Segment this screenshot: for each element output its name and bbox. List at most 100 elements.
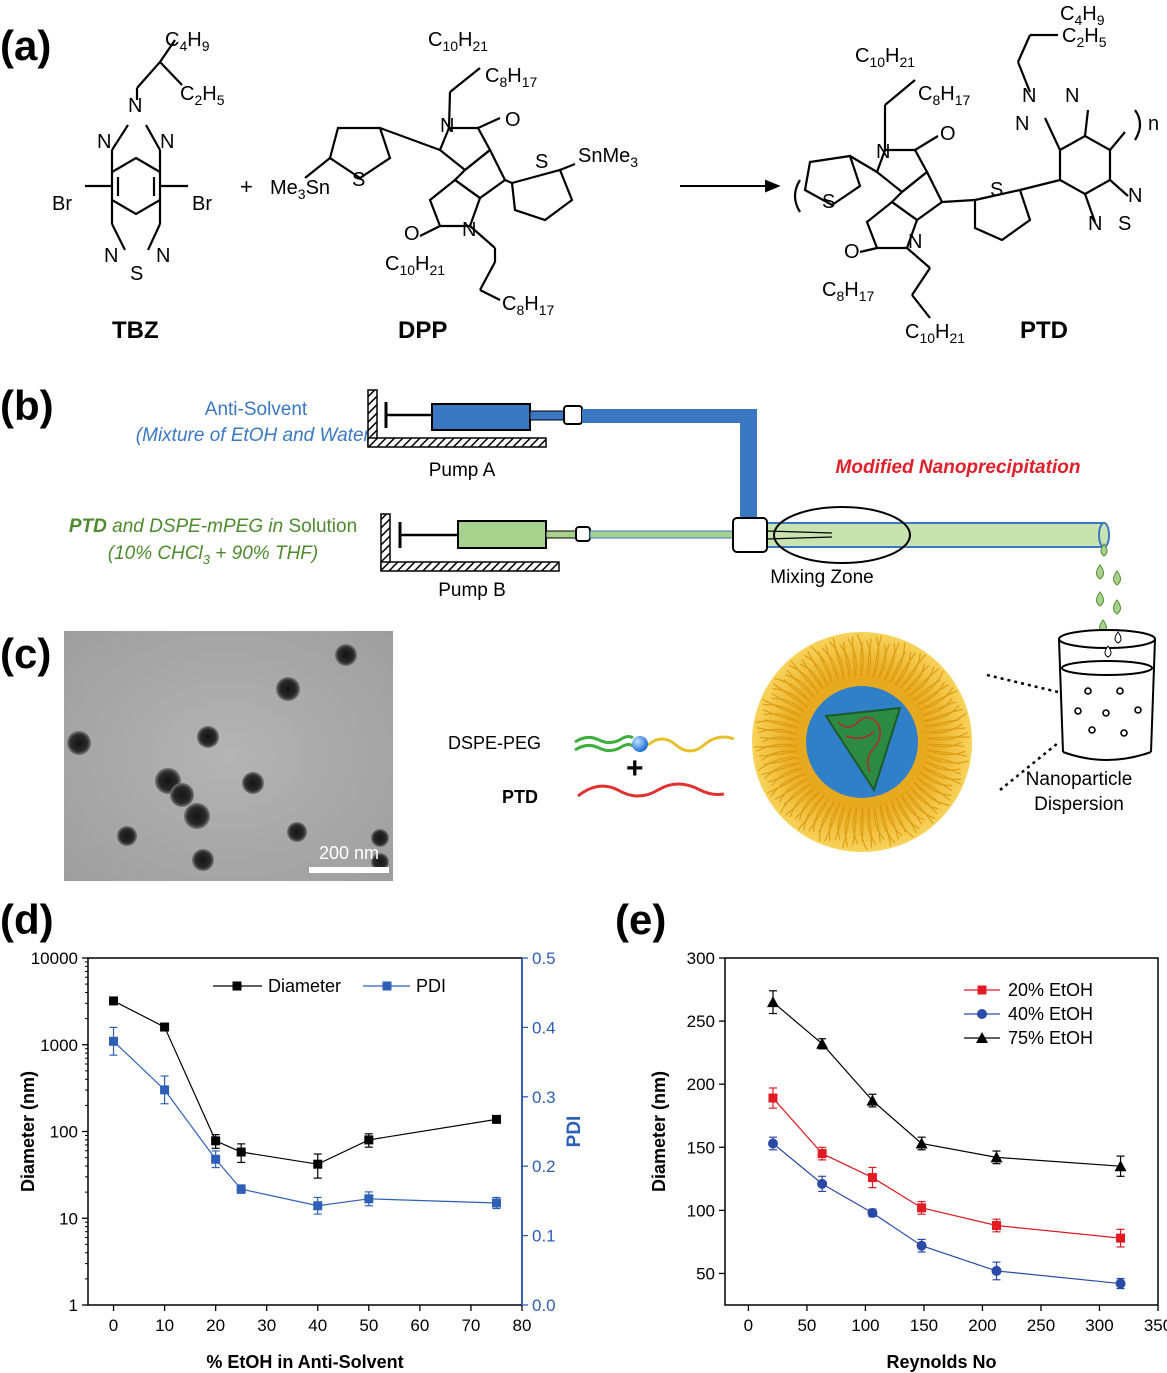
atom-o: O [404, 223, 420, 245]
y-tick-label: 100 [50, 1123, 78, 1142]
data-point [766, 996, 779, 1008]
atom-br: Br [192, 193, 212, 215]
data-point [364, 1135, 374, 1145]
dpp-structure [304, 67, 576, 301]
data-point [364, 1194, 374, 1204]
x-tick-label: 200 [968, 1316, 996, 1335]
atom-n: N [97, 131, 111, 153]
panel-b: (b) Anti-Solvent (Mixture of EtOH and Wa… [0, 382, 1121, 635]
data-point [211, 1154, 221, 1164]
dspe-peg-label: DSPE-PEG [448, 733, 541, 753]
anti-solvent-label: Anti-Solvent [205, 399, 308, 420]
data-point [991, 1265, 1002, 1276]
substituent-c4h9: C4H9 [165, 29, 210, 54]
series-line [772, 1097, 1121, 1239]
atom-n: N [1128, 185, 1142, 207]
solution-sublabel: (10% CHCl3 + 90% THF) [108, 543, 319, 567]
data-point [917, 1203, 927, 1213]
x-tick-label: 30 [257, 1316, 276, 1335]
legend-marker [977, 1009, 987, 1019]
nanoparticle-dispersion-label-2: Dispersion [1034, 794, 1124, 815]
substituent-c8h17: C8H17 [918, 83, 970, 108]
plot-frame [87, 957, 523, 1306]
pump-a [367, 389, 583, 448]
x-tick-label: 60 [410, 1316, 429, 1335]
x-tick-label: 100 [851, 1316, 879, 1335]
beaker-icon [1058, 629, 1156, 761]
series-line [772, 1001, 1121, 1167]
substituent-c10h21: C10H21 [428, 29, 488, 54]
data-point [768, 1093, 778, 1103]
y-axis-label: Diameter (nm) [18, 1071, 38, 1192]
repeat-n: n [1148, 113, 1159, 135]
x-tick-label: 70 [461, 1316, 480, 1335]
atom-br: Br [52, 193, 72, 215]
x-tick-label: 50 [797, 1316, 816, 1335]
ptd-label: PTD [502, 787, 538, 807]
substituent-c10h21: C10H21 [855, 45, 915, 70]
data-point [1116, 1233, 1126, 1243]
y-tick-label: 1000 [40, 1036, 78, 1055]
atom-n: N [160, 131, 174, 153]
y-tick-label: 300 [687, 949, 715, 968]
panel-b-label: (b) [0, 382, 54, 429]
sem-image: 200 nm [64, 631, 393, 881]
atom-s: S [990, 179, 1003, 201]
chart-e: 05010015020025030035050100150200250300Re… [649, 949, 1167, 1372]
substituent-snme3: SnMe3 [578, 145, 638, 170]
data-point [491, 1198, 501, 1208]
atom-n: N [462, 219, 476, 241]
y-tick-label: 10000 [31, 949, 78, 968]
data-point [817, 1178, 828, 1189]
pointer-lines [986, 673, 1059, 791]
data-point [767, 1138, 778, 1149]
x-axis-label: % EtOH in Anti-Solvent [206, 1352, 403, 1372]
substituent-c10h21: C10H21 [905, 321, 965, 346]
x-axis-label: Reynolds No [886, 1352, 996, 1372]
plus-sign: + [240, 174, 253, 199]
data-point [160, 1022, 170, 1032]
atom-s: S [352, 169, 365, 191]
data-point [109, 1036, 119, 1046]
legend-label: 40% EtOH [1008, 1004, 1093, 1024]
plot-frame [724, 957, 1159, 1306]
atom-n: N [1065, 85, 1079, 107]
substituent-c2h5: C2H5 [180, 83, 225, 108]
atom-o: O [505, 109, 521, 131]
x-tick-label: 10 [155, 1316, 174, 1335]
data-point [1115, 1278, 1126, 1289]
reaction-arrow [680, 179, 781, 193]
x-tick-label: 20 [206, 1316, 225, 1335]
y-tick-label: 10 [59, 1209, 78, 1228]
pump-b [380, 513, 591, 572]
nanoparticle-dispersion-label-1: Nanoparticle [1026, 769, 1133, 790]
data-point [236, 1147, 246, 1157]
atom-n: N [1015, 113, 1029, 135]
substituent-c2h5: C2H5 [1062, 25, 1107, 50]
series-line [113, 1000, 497, 1165]
panel-e: (e) 050100150200250300350501001502002503… [615, 896, 1167, 1372]
legend-label: Diameter [268, 976, 341, 996]
data-point [867, 1207, 878, 1218]
panel-c-label: (c) [0, 630, 51, 677]
data-point [109, 996, 119, 1006]
data-point [916, 1240, 927, 1251]
data-point [1114, 1160, 1127, 1172]
atom-n: N [908, 231, 922, 253]
scale-bar-label: 200 nm [319, 843, 379, 863]
legend-label: 20% EtOH [1008, 980, 1093, 1000]
y2-tick-label: 0.3 [532, 1088, 556, 1107]
y-tick-label: 250 [687, 1012, 715, 1031]
x-tick-label: 150 [910, 1316, 938, 1335]
x-tick-label: 350 [1144, 1316, 1167, 1335]
y-tick-label: 200 [687, 1075, 715, 1094]
x-tick-label: 80 [513, 1316, 532, 1335]
tube-b [589, 506, 1110, 564]
data-point [491, 1114, 501, 1124]
atom-n: N [128, 95, 142, 117]
panel-e-label: (e) [615, 896, 666, 943]
x-tick-label: 0 [109, 1316, 118, 1335]
beaker-particles [1074, 687, 1142, 737]
